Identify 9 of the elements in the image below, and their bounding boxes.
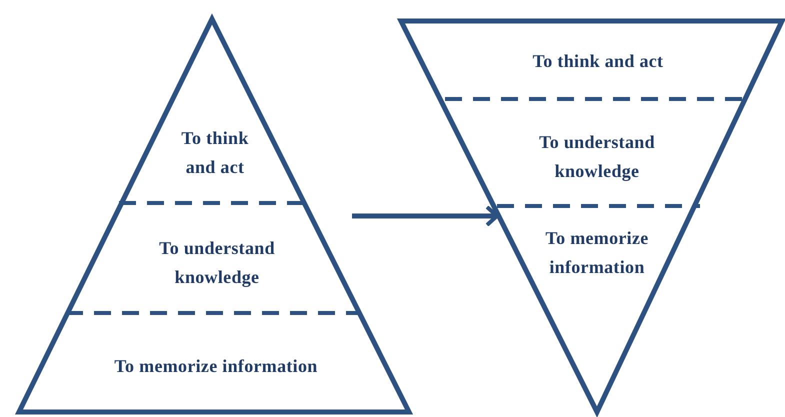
tier-label: To understand knowledge: [132, 234, 302, 292]
tier-label: To think and act: [478, 47, 718, 76]
tier-label: To think and act: [165, 124, 265, 182]
arrow: [352, 205, 499, 227]
tier-label: To understand knowledge: [512, 128, 682, 186]
pyramid-outline: [398, 18, 785, 415]
pyramid-outline: [16, 16, 412, 415]
tier-label: To memorize information: [522, 224, 672, 282]
tier-label: To memorize information: [46, 352, 386, 381]
